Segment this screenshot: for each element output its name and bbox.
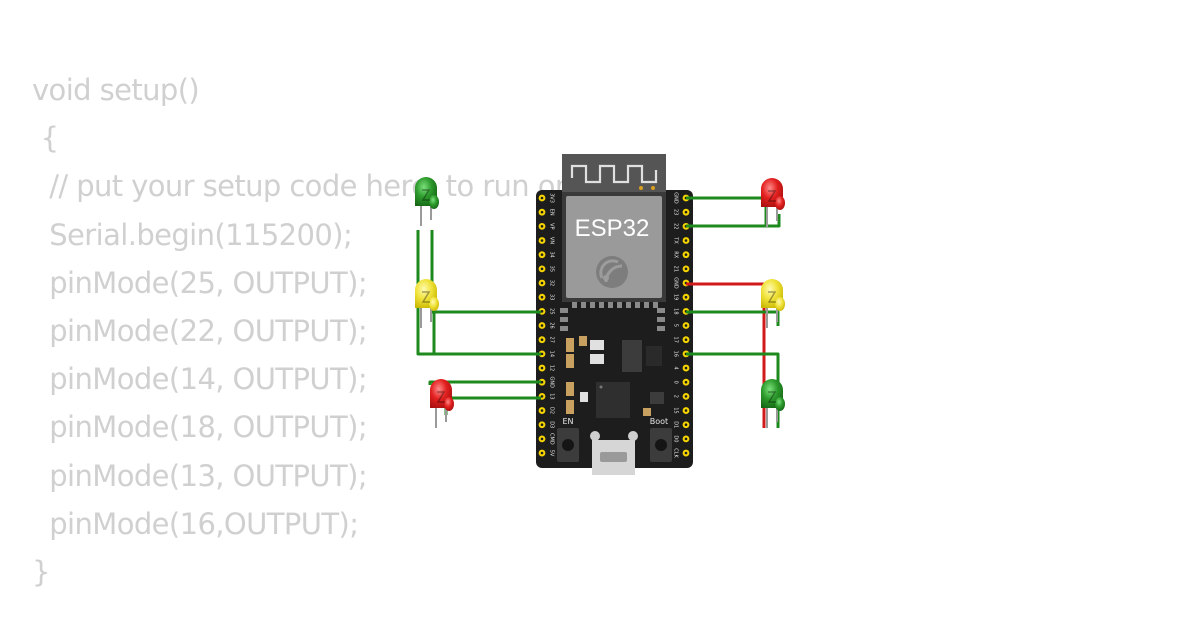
pin-label: 17 [673,337,679,343]
code-line: pinMode(18, OUTPUT); [32,410,368,445]
code-line: pinMode(25, OUTPUT); [32,265,368,300]
pin-label: 0 [673,381,679,384]
pin-label: 16 [673,351,679,357]
pin-label: 2 [673,395,679,398]
code-line: { [32,121,59,156]
pin-label: 35 [549,266,555,272]
pin-label: 5V [549,450,555,457]
en-button[interactable] [557,428,579,462]
pin-label: VN [549,237,555,244]
pin-label: D1 [673,421,679,428]
led-yellow-right[interactable] [761,279,785,328]
led-yellow-left[interactable] [415,279,439,328]
code-line: void setup() [32,73,200,107]
pin-label: 15 [673,407,679,413]
pin-label: CMD [549,433,555,445]
wire-red-led-left-to-gnd [428,380,541,385]
boot-button[interactable] [650,428,672,462]
pin-label: D0 [673,435,679,442]
pin-label: EN [549,209,555,216]
code-line: pinMode(16,OUTPUT); [32,506,359,541]
code-line: Serial.begin(115200); [32,217,353,252]
led-red-right-top[interactable] [761,178,785,227]
usb-port [590,431,638,475]
pin-label: RX [673,251,679,258]
antenna-trace [570,164,658,184]
led-red-left[interactable] [430,379,454,428]
pin-label: 12 [549,365,555,371]
pin-label: 23 [673,209,679,215]
wire-red-right-top-to-gnd [686,196,768,226]
code-line: } [32,554,50,589]
pin-label: 14 [549,351,555,357]
code-line: // put your setup code here, to run once… [32,169,615,204]
pin-label: GND [673,277,679,289]
wire-gnd-red [686,282,766,428]
en-label: EN [562,417,573,426]
pin-label: 25 [549,308,555,314]
pin-label: 13 [549,393,555,399]
wire-red-right-top-to-gpio22 [686,214,781,228]
pin-label: 5 [673,324,679,327]
pin-label: VP [549,223,555,229]
voltage-regulator [622,340,642,372]
pin-label: TX [673,236,679,244]
esp32-board[interactable]: ESP32 EN Boot [536,154,693,475]
pin-label: 33 [549,294,555,300]
code-line: pinMode(14, OUTPUT); [32,362,368,397]
pin-label: 3V3 [549,193,555,203]
pin-label: 4 [673,366,679,369]
pin-label: D2 [549,407,555,414]
leds [415,177,785,428]
wire-red-led-left-to-gpio13 [444,396,541,415]
led-green-right-bottom[interactable] [761,379,785,428]
pin-label: 34 [549,251,555,257]
pin-label: 19 [673,294,679,300]
wifi-shield-can [566,196,662,298]
code-line: pinMode(13, OUTPUT); [32,458,368,493]
pin-label: 26 [549,322,555,328]
code-editor[interactable]: void setup() { // put your setup code he… [32,66,615,596]
pin-label: 21 [673,266,679,272]
pin-label: 22 [673,223,679,229]
pin-label: D3 [549,421,555,428]
pin-label: GND [673,192,679,204]
pin-label: CLK [673,448,679,458]
pin-label: 32 [549,280,555,286]
board-label: ESP32 [575,215,650,242]
led-green-left-top[interactable] [415,177,439,226]
espressif-logo-icon [596,256,628,288]
boot-label: Boot [650,417,668,426]
pin-label: 18 [673,308,679,314]
pin-label: 27 [549,337,555,343]
wire-green-led-anode-to-gpio25 [430,230,541,314]
code-line: pinMode(22, OUTPUT); [32,313,368,348]
module-pads [560,302,665,331]
pin-label: GND [549,376,555,388]
